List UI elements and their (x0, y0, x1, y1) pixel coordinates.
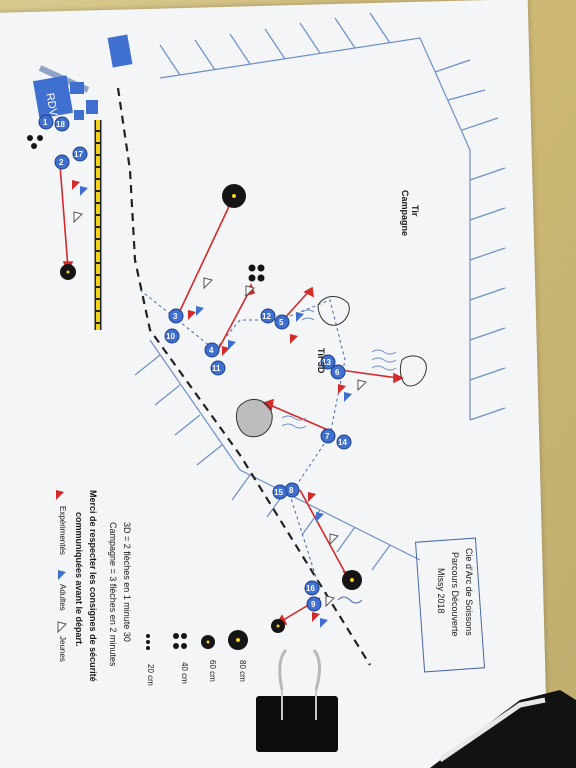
size-20: 20 cm (146, 664, 155, 686)
size-40: 40 cm (180, 662, 189, 684)
sighting-lines (139, 289, 346, 591)
station-label: 13 (322, 358, 331, 367)
boundary-hatch-top (159, 12, 506, 421)
station-label: 15 (274, 488, 283, 497)
zone-labels: Tir Campagne Tir 3D (316, 190, 420, 374)
target-size-legend: 80 cm 60 cm 40 cm 20 cm (146, 630, 248, 686)
black-object (430, 690, 576, 768)
safety-line-2: communiquées avant le départ. (74, 512, 84, 647)
rule-campagne: Campagne = 3 flèches en 2 minutes (108, 522, 118, 667)
title-box: Cie d'Arc de Soissons Parcours Découvert… (415, 537, 485, 673)
rules-text: 3D = 2 flèches en 1 minute 30 Campagne =… (74, 490, 132, 682)
boundary-hatch-bottom (134, 339, 421, 571)
round-targets (27, 135, 362, 633)
station-label: 17 (74, 150, 83, 159)
tir-campagne-label-1: Tir (410, 205, 420, 217)
station-label: 9 (311, 600, 316, 609)
flag-legend: Expérimentés Adultes Jeunes (56, 490, 67, 662)
tir-3d-label: Tir 3D (316, 348, 326, 374)
station-label: 4 (209, 346, 214, 355)
size-60: 60 cm (208, 660, 217, 682)
legend-jeunes: Jeunes (58, 636, 67, 662)
station-label: 8 (289, 486, 294, 495)
station-label: 16 (306, 584, 315, 593)
rdv-label: RDV (43, 92, 59, 118)
tir-campagne-label-2: Campagne (400, 190, 410, 236)
station-label: 2 (59, 158, 64, 167)
size-80: 80 cm (238, 660, 247, 682)
station-label: 3 (173, 312, 178, 321)
legend-experimentes: Expérimentés (58, 506, 67, 555)
walking-path (116, 87, 371, 666)
station-label: 1 (43, 118, 48, 127)
station-label: 6 (335, 368, 340, 377)
water-waves (281, 309, 397, 429)
parking-area (70, 34, 133, 120)
station-label: 12 (262, 312, 271, 321)
rdv-block: RDV (32, 75, 74, 119)
title-line-2: Parcours Découverte (450, 552, 460, 637)
binder-clip (256, 648, 338, 752)
station-label: 10 (166, 332, 175, 341)
station-label: 11 (212, 364, 221, 373)
title-line-1: Cie d'Arc de Soissons (464, 548, 474, 636)
station-label: 14 (338, 438, 347, 447)
title-line-3: Missy 2018 (436, 568, 446, 614)
legend-adultes: Adultes (58, 584, 67, 611)
animal-3d-targets (235, 296, 427, 604)
station-label: 18 (56, 120, 65, 129)
station-label: 5 (279, 318, 284, 327)
safety-line-1: Merci de respecter les consignes de sécu… (88, 490, 98, 682)
shooting-peg-flags (72, 180, 367, 628)
station-label: 7 (325, 432, 330, 441)
station-markers: 1 2 3 4 5 6 7 8 9 10 11 12 13 14 15 16 1… (38, 114, 352, 612)
rule-3d: 3D = 2 flèches en 1 minute 30 (122, 522, 132, 642)
